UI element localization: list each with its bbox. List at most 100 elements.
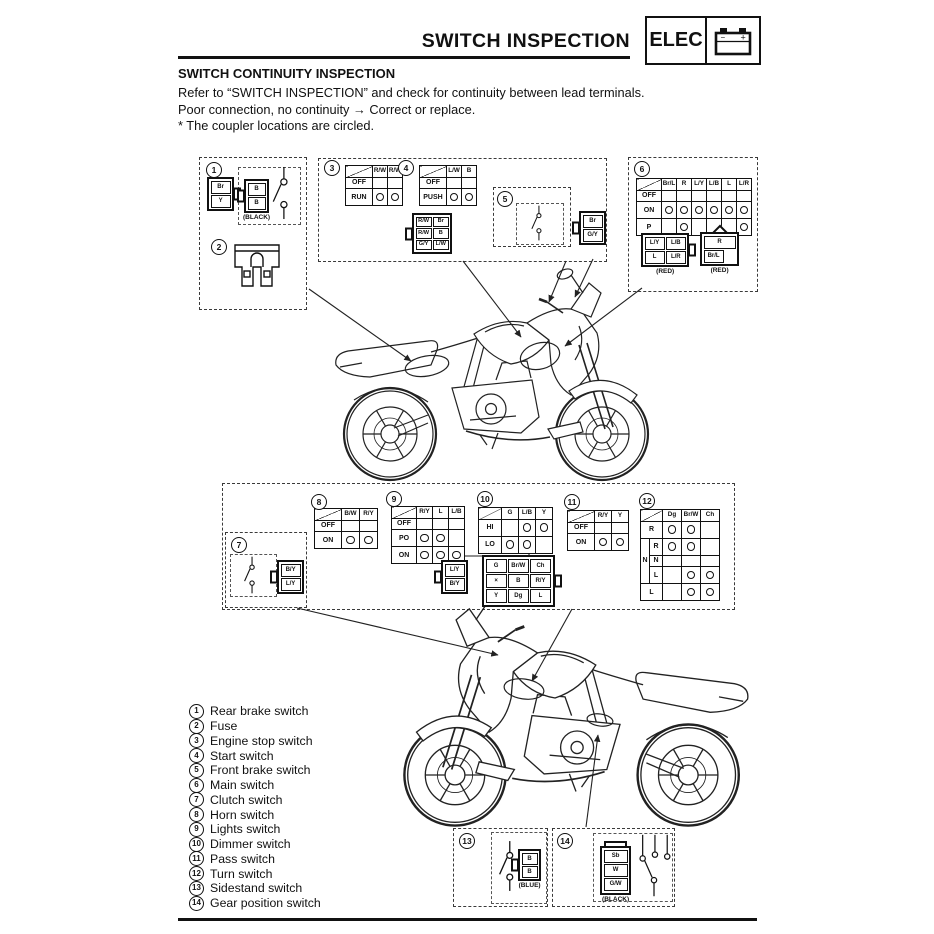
position-label: ON bbox=[567, 533, 595, 551]
coupler-ref-6: 6 bbox=[634, 161, 650, 177]
coupler-circle bbox=[519, 341, 561, 371]
legend-label: Main switch bbox=[210, 778, 275, 793]
position-label: L bbox=[640, 583, 663, 601]
continuity-terminal bbox=[505, 540, 515, 549]
coupler-ref-13: 13 bbox=[459, 833, 475, 849]
connector-color-caption: (BLUE) bbox=[518, 882, 541, 890]
connector-terminal: G/W bbox=[603, 877, 628, 891]
continuity-terminal bbox=[667, 525, 677, 534]
continuity-terminal bbox=[375, 192, 385, 202]
connector-terminal: R/Y bbox=[529, 573, 551, 588]
leader-line bbox=[296, 607, 499, 657]
legend-label: Lights switch bbox=[210, 822, 281, 837]
legend-num: 3 bbox=[189, 733, 204, 749]
legend-num: 4 bbox=[189, 748, 204, 764]
lead-color-header: L/B bbox=[706, 178, 722, 191]
intro-line-2: Poor connection, no continuity → Correct… bbox=[178, 101, 476, 117]
legend-label: Clutch switch bbox=[210, 792, 283, 807]
position-label: LO bbox=[478, 535, 502, 554]
coupler-box-6 bbox=[628, 157, 758, 292]
table-row: OFF bbox=[314, 519, 378, 532]
lead-color-header: L/B bbox=[448, 506, 465, 519]
connector-terminal: G/Y bbox=[415, 239, 432, 251]
connector-terminal: × bbox=[485, 573, 507, 588]
connector-terminal: G bbox=[485, 558, 507, 573]
table-row: ON bbox=[567, 533, 629, 551]
table-row: OFF bbox=[567, 521, 629, 534]
position-label: OFF bbox=[419, 176, 447, 189]
coupler-ref-1: 1 bbox=[206, 162, 222, 178]
connector-terminal: L/Y bbox=[444, 563, 465, 577]
legend-num: 5 bbox=[189, 762, 204, 778]
coupler-ref-11: 11 bbox=[564, 494, 580, 510]
legend-label: Front brake switch bbox=[210, 763, 311, 778]
connector-lock-tab bbox=[236, 189, 245, 203]
table-row: RUN bbox=[345, 188, 403, 206]
lead-color-header: L/B bbox=[518, 507, 536, 520]
leader-line bbox=[574, 258, 594, 298]
switch-symbol-5 bbox=[531, 205, 542, 241]
table-row: ON bbox=[636, 201, 752, 219]
connector-terminal: B/Y bbox=[444, 577, 465, 591]
connector-terminal: R/W bbox=[415, 216, 432, 228]
connector-terminal: B bbox=[521, 865, 538, 878]
table-row: PUSH bbox=[419, 188, 477, 206]
position-label: OFF bbox=[391, 517, 417, 530]
diagonal-cell bbox=[314, 508, 342, 521]
leader-line bbox=[531, 608, 573, 682]
connector-lock-tab bbox=[434, 570, 442, 584]
continuity-terminal bbox=[452, 550, 461, 560]
intro-line-3: * The coupler locations are circled. bbox=[178, 118, 375, 134]
legend-label: Fuse bbox=[210, 719, 238, 734]
position-label: OFF bbox=[636, 189, 662, 202]
continuity-terminal bbox=[522, 540, 532, 549]
table-row: OFF bbox=[419, 176, 477, 189]
connector-terminal: Dg bbox=[507, 588, 529, 603]
legend-num: 12 bbox=[189, 866, 204, 882]
connector-terminal: Y bbox=[485, 588, 507, 603]
continuity-terminal bbox=[598, 537, 608, 547]
connector-color-caption: (RED) bbox=[656, 268, 675, 276]
lead-color-header: Br/L bbox=[661, 178, 677, 191]
coupler-box-13 bbox=[453, 828, 548, 907]
position-label: ON bbox=[314, 531, 342, 549]
continuity-terminal bbox=[679, 222, 689, 232]
position-label: HI bbox=[478, 518, 502, 537]
lead-color-header: Br/W bbox=[681, 509, 701, 522]
connector-terminal: L/B bbox=[665, 236, 686, 250]
continuity-terminal bbox=[724, 205, 734, 215]
continuity-terminal bbox=[390, 192, 400, 202]
connector-cap bbox=[604, 841, 627, 848]
legend-item: 12 Turn switch bbox=[189, 866, 321, 882]
lead-color-header: L/R bbox=[736, 178, 752, 191]
lead-color-header: L/W bbox=[446, 165, 462, 178]
connector-terminal: L/W bbox=[432, 239, 449, 251]
coupler-box-5 bbox=[493, 187, 571, 247]
table-row: LO bbox=[478, 535, 553, 554]
continuity-terminal bbox=[464, 192, 474, 202]
legend-label: Turn switch bbox=[210, 866, 273, 881]
leader-line bbox=[548, 260, 567, 303]
continuity-terminal bbox=[705, 587, 715, 597]
section-heading: SWITCH CONTINUITY INSPECTION bbox=[178, 66, 396, 81]
position-label: ON bbox=[636, 201, 662, 219]
fuse-symbol bbox=[234, 244, 280, 287]
position-label: N bbox=[649, 554, 663, 567]
section-tag-label: ELEC bbox=[647, 18, 707, 63]
connector-color-caption: (BLACK) bbox=[243, 214, 271, 222]
table-row: HI bbox=[478, 518, 553, 537]
